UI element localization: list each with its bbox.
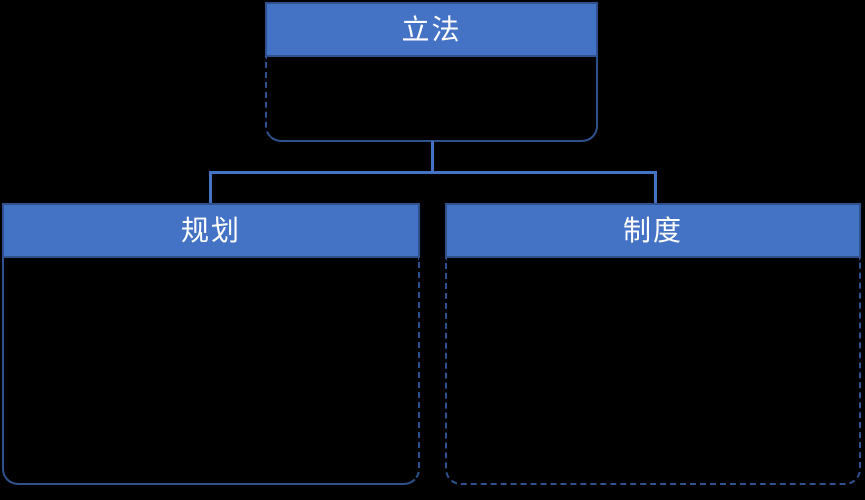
connector-horizontal-rail [209, 171, 657, 174]
node-system-header: 制度 [445, 203, 861, 258]
node-system-label: 制度 [622, 214, 683, 246]
node-legislation-body [265, 57, 598, 142]
node-system-body [445, 258, 861, 485]
node-planning-header: 规划 [2, 203, 420, 258]
node-legislation-header: 立法 [265, 2, 598, 57]
node-system: 制度 [445, 203, 861, 485]
connector-stem-from-legislation [431, 141, 434, 172]
node-planning-body [2, 258, 420, 485]
node-planning-label: 规划 [180, 214, 241, 246]
node-legislation-label: 立法 [401, 13, 462, 45]
connector-drop-to-planning [209, 171, 212, 204]
node-planning: 规划 [2, 203, 420, 485]
connector-drop-to-system [654, 171, 657, 204]
node-legislation: 立法 [265, 2, 598, 142]
